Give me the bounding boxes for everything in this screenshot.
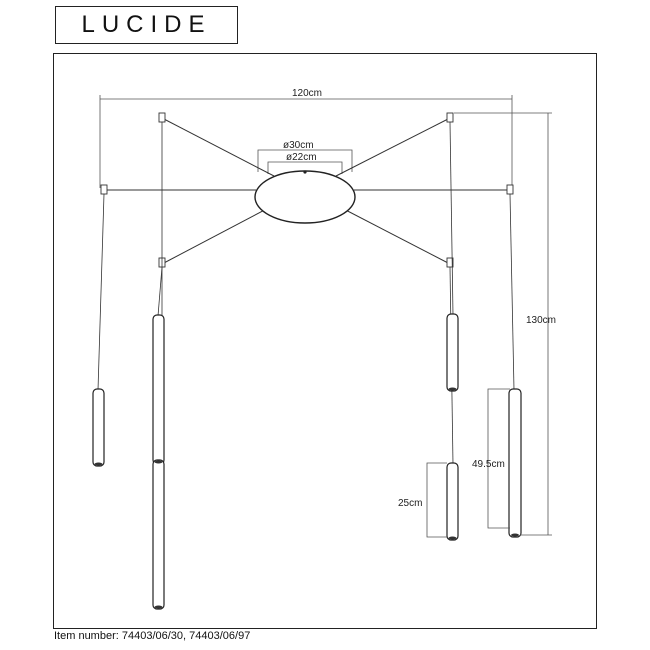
width-dimension	[99, 95, 513, 188]
pendant-lamps	[92, 313, 522, 610]
pendant-lamp	[92, 388, 105, 467]
drawing-frame	[53, 53, 597, 629]
height-label: 130cm	[526, 315, 556, 326]
pendant-lamp	[446, 313, 459, 392]
brand-logo: LUCIDE	[55, 6, 238, 44]
pendant-lamp	[152, 314, 165, 465]
canopy-inner-label: ø22cm	[286, 152, 317, 163]
canopy	[254, 170, 356, 224]
lamp-length-dimension	[426, 462, 447, 538]
item-number-line: Item number: 74403/06/30, 74403/06/97	[54, 630, 250, 642]
pendant-lamp	[446, 462, 459, 541]
width-label: 120cm	[292, 88, 322, 99]
canopy-dimension	[257, 149, 353, 174]
cable-length-label: 49.5cm	[472, 459, 505, 470]
support-arms	[104, 117, 510, 265]
lamp-length-label: 25cm	[398, 498, 422, 509]
canopy-outer-label: ø30cm	[283, 140, 314, 151]
item-number-label: Item number:	[54, 630, 119, 642]
item-number-values: 74403/06/30, 74403/06/97	[121, 630, 251, 642]
height-dimension	[454, 112, 552, 536]
cable-length-dimension	[487, 388, 510, 529]
pendant-lamp	[508, 388, 522, 538]
lamp-openings	[94, 387, 519, 609]
pendant-lamp	[152, 459, 165, 610]
logo-text: LUCIDE	[81, 11, 212, 38]
